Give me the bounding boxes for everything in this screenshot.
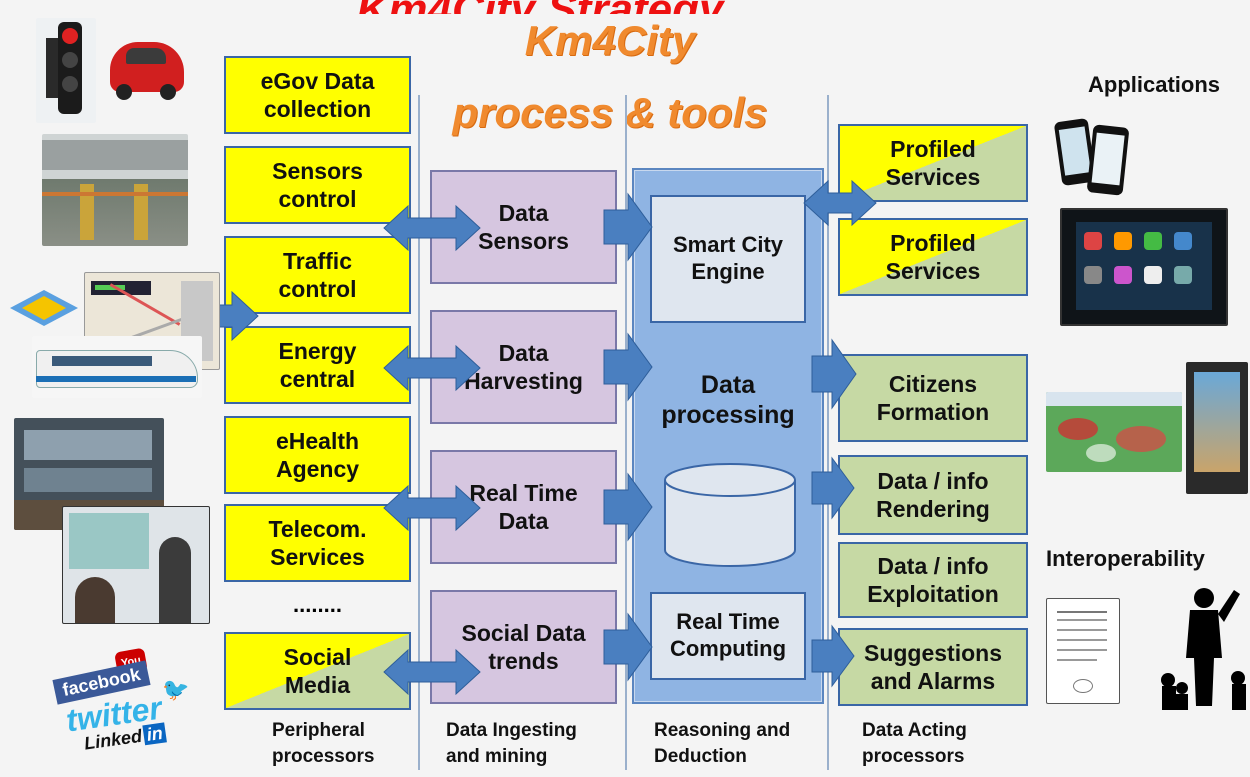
top-heading-fragment: (C) DISIT Lab, Tuscany / Km4City Strateg… (280, 0, 800, 14)
interoperability-label: Interoperability (1046, 546, 1205, 571)
column-label-acting: Data Acting processors (862, 720, 967, 767)
arrow-right (811, 338, 857, 410)
database-icon (664, 463, 796, 567)
document-image (1046, 598, 1120, 704)
title-line-2: process & tools (452, 89, 768, 136)
traffic-light-image (36, 18, 96, 123)
arrow-right (811, 624, 855, 688)
double-arrow (383, 648, 481, 696)
divider-line (625, 95, 627, 770)
real-time-computing-box: Real Time Computing (650, 592, 806, 680)
double-arrow (383, 484, 481, 532)
heat-map-image (1046, 392, 1182, 472)
double-arrow (383, 204, 481, 252)
peripheral-egov: eGov Data collection (224, 56, 411, 134)
data-processing-label: Data processing (661, 370, 795, 430)
arrow-right (603, 612, 653, 682)
peripheral-traffic: Traffic control (224, 236, 411, 314)
acting-profiled-services-2: Profiled Services (838, 218, 1028, 296)
acting-profiled-services-1: Profiled Services (838, 124, 1028, 202)
arrow-right (603, 332, 653, 402)
peripheral-telecom: Telecom. Services (224, 504, 411, 582)
arrow-right (603, 192, 653, 262)
acting-citizens-formation: Citizens Formation (838, 354, 1028, 442)
acting-data-rendering: Data / info Rendering (838, 455, 1028, 535)
double-arrow (803, 179, 877, 227)
twitter-bird-icon: 🐦 (162, 678, 190, 703)
applications-label: Applications (1088, 72, 1221, 97)
arrow-right (603, 472, 653, 542)
peripheral-ellipsis: ........ (293, 592, 342, 617)
peripheral-ehealth: eHealth Agency (224, 416, 411, 494)
peripheral-energy: Energy central (224, 326, 411, 404)
tablet-app-image (1060, 208, 1228, 326)
car-image (104, 30, 190, 108)
divider-line (827, 95, 829, 770)
sensor-tile-icon (10, 290, 78, 326)
acting-data-exploitation: Data / info Exploitation (838, 542, 1028, 618)
acting-suggestions-alarms: Suggestions and Alarms (838, 628, 1028, 706)
column-label-ingesting: Data Ingesting and mining (446, 720, 577, 767)
parking-barrier-image (42, 134, 188, 246)
train-image (32, 336, 202, 398)
smartphones-image (1052, 116, 1132, 196)
peripheral-sensors: Sensors control (224, 146, 411, 224)
operators-image (62, 506, 210, 624)
speaker-audience-icon (1161, 588, 1246, 710)
peripheral-social-media: Social Media (224, 632, 411, 710)
title-line-1: Km4City (524, 17, 696, 64)
column-label-reasoning: Reasoning and Deduction (654, 720, 791, 767)
smart-city-engine-box: Smart City Engine (650, 195, 806, 323)
column-label-peripheral: Peripheral processors (272, 720, 375, 767)
double-arrow (383, 344, 481, 392)
kiosk-display-image (1186, 362, 1248, 494)
divider-line (418, 95, 420, 770)
arrow-right (811, 456, 855, 520)
